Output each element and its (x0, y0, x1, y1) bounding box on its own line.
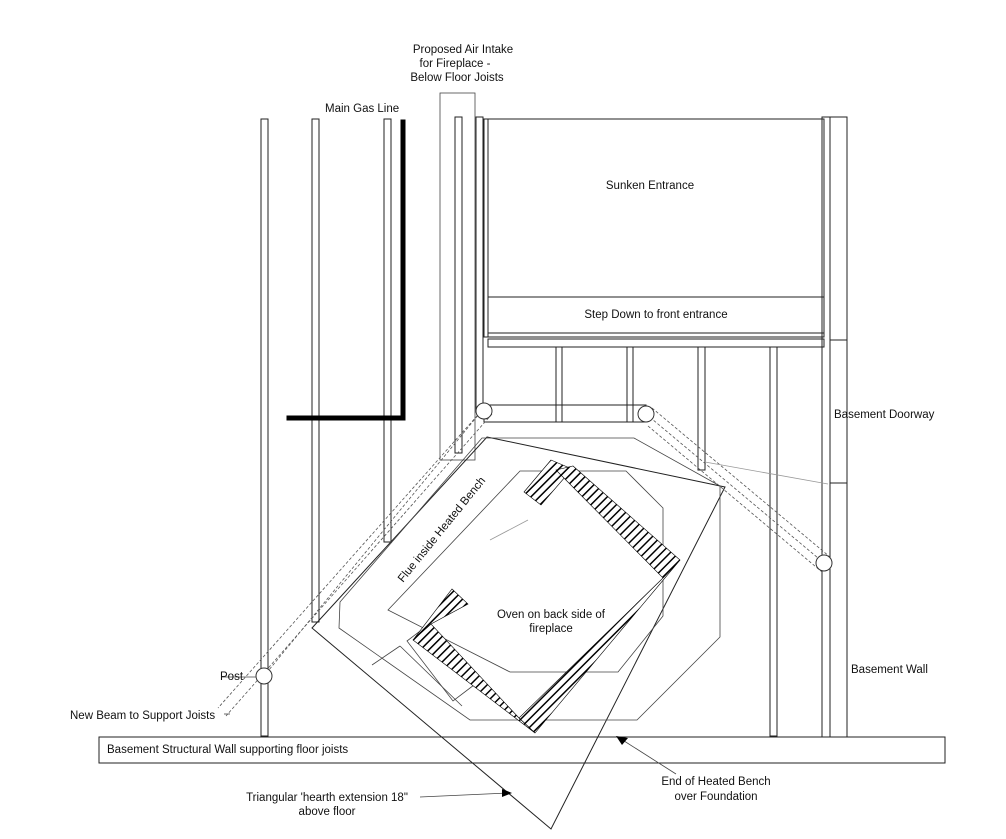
label-end-bench-1: End of Heated Bench (661, 776, 770, 788)
post (475, 402, 493, 420)
joist (383, 118, 392, 543)
label-hearth-2: above floor (299, 806, 356, 818)
label-oven-2: fireplace (529, 623, 572, 635)
structural-wall (98, 736, 946, 764)
masonry-wall (518, 559, 681, 734)
basement-wall-right (821, 116, 848, 738)
gas-line (286, 119, 406, 421)
post (815, 554, 833, 572)
hearth-extension (311, 436, 726, 830)
label-sunken-entrance: Sunken Entrance (606, 180, 694, 192)
label-structural-wall: Basement Structural Wall supporting floo… (107, 744, 348, 756)
label-post: Post (220, 671, 244, 683)
heated-bench-inner (387, 470, 664, 673)
joist (475, 116, 484, 413)
label-gas-line: Main Gas Line (325, 103, 399, 115)
leader-lines (222, 676, 677, 798)
masonry-wall (555, 465, 681, 579)
label-hearth-1: Triangular 'hearth extension 18" (246, 792, 408, 804)
sunken-entrance-area (483, 118, 825, 348)
joist (311, 118, 320, 623)
joist (454, 116, 463, 454)
post (255, 667, 273, 685)
label-step-down: Step Down to front entrance (584, 309, 727, 321)
new-beam (217, 407, 831, 717)
joist (260, 118, 269, 737)
post (637, 405, 655, 423)
label-oven-1: Oven on back side of (497, 609, 606, 621)
label-air-intake-2: for Fireplace - (420, 58, 491, 70)
label-new-beam: New Beam to Support Joists (70, 710, 215, 722)
posts (255, 402, 833, 685)
label-basement-doorway: Basement Doorway (834, 409, 935, 421)
header-beam (483, 404, 647, 423)
fireplace-assembly (311, 436, 726, 830)
air-intake-duct (439, 92, 476, 461)
label-end-bench-2: over Foundation (674, 791, 757, 803)
label-air-intake-3: Below Floor Joists (410, 72, 504, 84)
masonry-wall (412, 588, 469, 641)
label-air-intake-1: Proposed Air Intake (413, 44, 513, 56)
heated-bench-outer (338, 437, 721, 721)
label-basement-wall: Basement Wall (851, 664, 928, 676)
floor-joists (260, 116, 484, 737)
masonry-wall (523, 459, 573, 506)
masonry-wall (412, 623, 536, 734)
